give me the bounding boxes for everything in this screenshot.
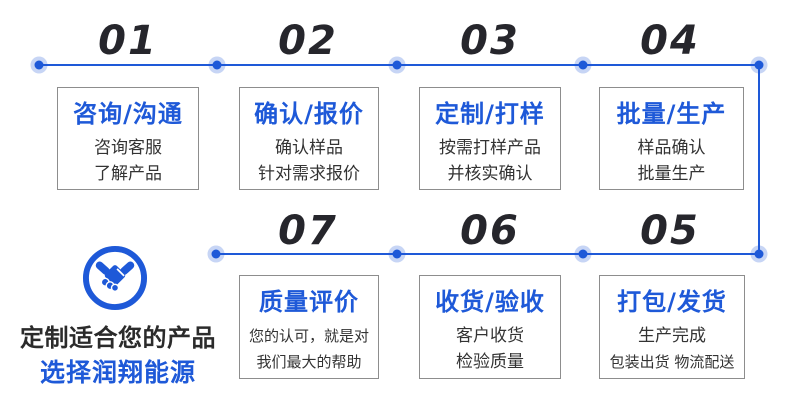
step-number-01: 01 bbox=[98, 18, 158, 64]
step-desc-line: 批量生产 bbox=[637, 164, 706, 184]
handshake-icon bbox=[80, 243, 150, 313]
step-desc-line: 生产完成 bbox=[638, 326, 706, 346]
step-box-03: 定制/打样 按需打样产品 并核实确认 bbox=[419, 87, 561, 190]
step-number-05: 05 bbox=[640, 208, 700, 254]
step-title: 确认/报价 bbox=[254, 100, 364, 128]
step-title: 收货/验收 bbox=[435, 288, 545, 316]
step-number-04: 04 bbox=[640, 18, 700, 64]
step-box-04: 批量/生产 样品确认 批量生产 bbox=[599, 87, 744, 190]
step-title: 批量/生产 bbox=[616, 100, 727, 128]
step-desc-line: 客户收货 bbox=[456, 326, 524, 346]
step-desc-line: 检验质量 bbox=[456, 352, 524, 372]
step-desc-line: 针对需求报价 bbox=[258, 164, 360, 184]
timeline-dot bbox=[211, 249, 221, 259]
timeline-dot bbox=[754, 249, 764, 259]
step-box-01: 咨询/沟通 咨询客服 了解产品 bbox=[57, 87, 199, 190]
step-title: 咨询/沟通 bbox=[73, 100, 183, 128]
step-title: 打包/发货 bbox=[617, 288, 727, 316]
timeline-dot bbox=[212, 60, 222, 70]
brand-slogan: 定制适合您的产品 bbox=[20, 324, 216, 352]
timeline-dot bbox=[392, 60, 402, 70]
step-desc-line: 我们最大的帮助 bbox=[256, 353, 362, 371]
step-box-06: 收货/验收 客户收货 检验质量 bbox=[419, 275, 561, 379]
step-desc-line: 样品确认 bbox=[637, 138, 706, 158]
brand-name: 选择润翔能源 bbox=[39, 358, 196, 387]
step-desc-line: 包装出货 物流配送 bbox=[609, 353, 735, 371]
step-number-02: 02 bbox=[278, 18, 338, 64]
step-desc-line: 您的认可，就是对 bbox=[248, 327, 369, 345]
timeline-dot bbox=[578, 249, 588, 259]
step-number-07: 07 bbox=[278, 208, 338, 254]
timeline-dot bbox=[34, 60, 44, 70]
timeline-dot bbox=[392, 249, 402, 259]
step-desc-line: 确认样品 bbox=[275, 138, 343, 158]
step-number-03: 03 bbox=[460, 18, 520, 64]
step-box-02: 确认/报价 确认样品 针对需求报价 bbox=[239, 87, 379, 190]
step-title: 定制/打样 bbox=[435, 100, 545, 128]
timeline-bottom-line bbox=[216, 253, 760, 255]
timeline-connector bbox=[758, 64, 760, 255]
step-desc-line: 按需打样产品 bbox=[439, 138, 541, 158]
step-desc-line: 并核实确认 bbox=[447, 164, 533, 184]
step-number-06: 06 bbox=[460, 208, 520, 254]
step-desc-line: 咨询客服 bbox=[94, 138, 162, 158]
timeline-dot bbox=[578, 60, 588, 70]
step-desc-line: 了解产品 bbox=[94, 164, 162, 184]
step-title: 质量评价 bbox=[259, 288, 359, 316]
step-box-07: 质量评价 您的认可，就是对 我们最大的帮助 bbox=[239, 275, 379, 379]
step-box-05: 打包/发货 生产完成 包装出货 物流配送 bbox=[599, 275, 745, 379]
